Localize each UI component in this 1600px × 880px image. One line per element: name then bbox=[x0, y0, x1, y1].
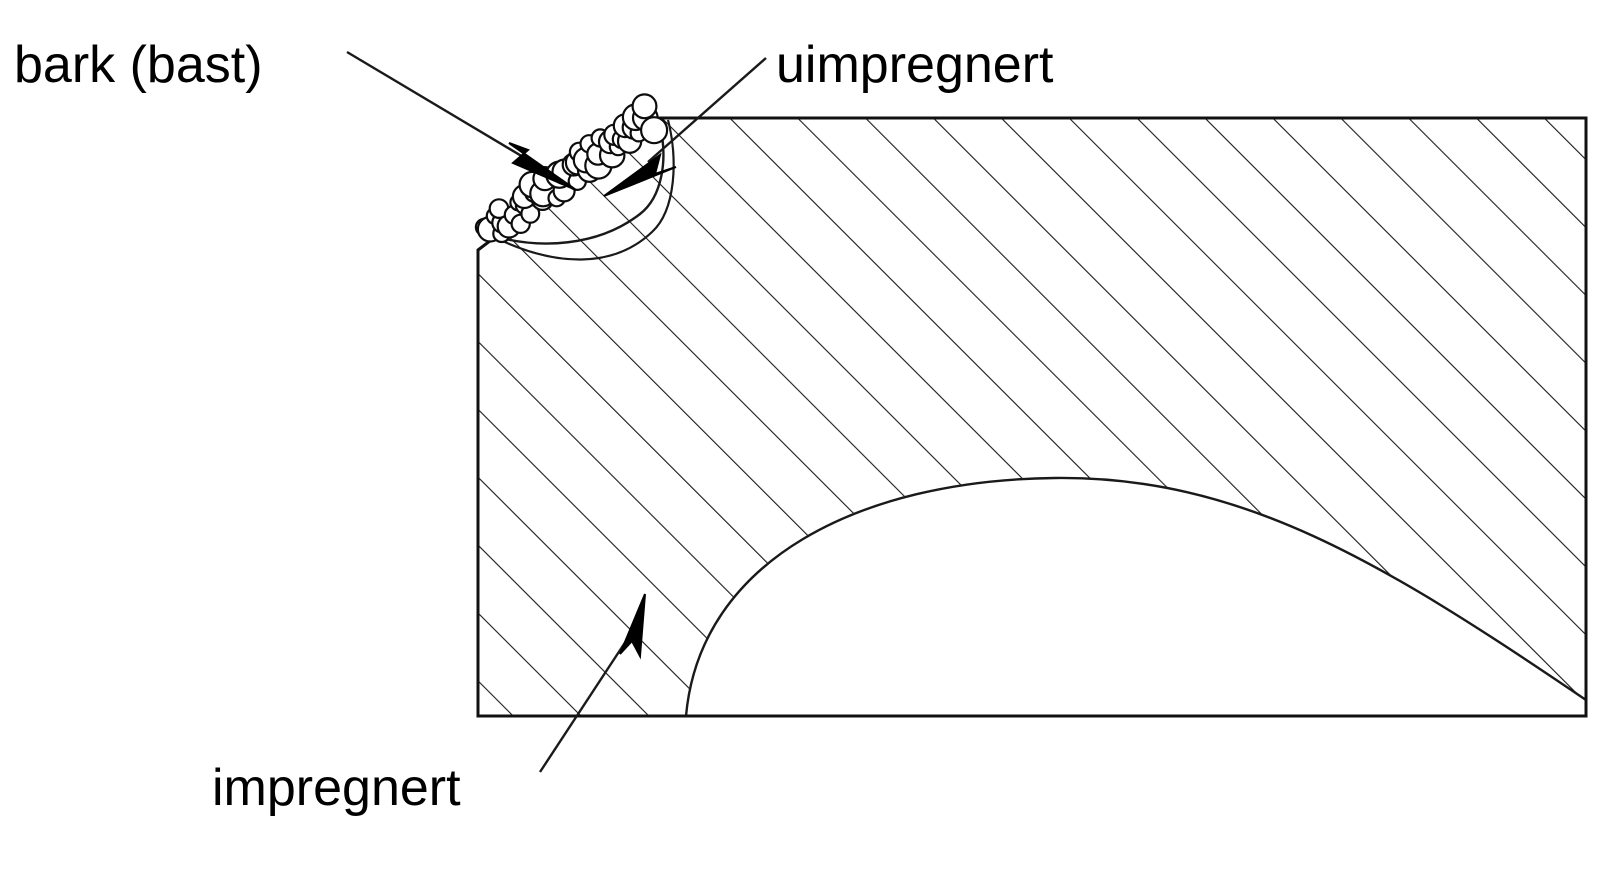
untreated-core-region bbox=[686, 477, 1586, 716]
bark-cell bbox=[631, 93, 658, 120]
label-untreated: uimpregnert bbox=[776, 36, 1054, 94]
untreated-arrowhead bbox=[603, 152, 677, 197]
bark-arrowhead bbox=[508, 142, 577, 191]
label-bark: bark (bast) bbox=[14, 36, 263, 94]
untreated-core-boundary-arc bbox=[684, 476, 1587, 717]
treated-arrowhead bbox=[619, 593, 646, 660]
untreated-leader bbox=[603, 57, 767, 197]
bark-texture bbox=[474, 93, 669, 244]
label-treated: impregnert bbox=[212, 759, 461, 817]
bark-cell bbox=[639, 116, 669, 145]
bark-leader bbox=[346, 50, 577, 191]
treated-leader bbox=[538, 593, 646, 773]
bark-underside-curve bbox=[483, 119, 675, 261]
